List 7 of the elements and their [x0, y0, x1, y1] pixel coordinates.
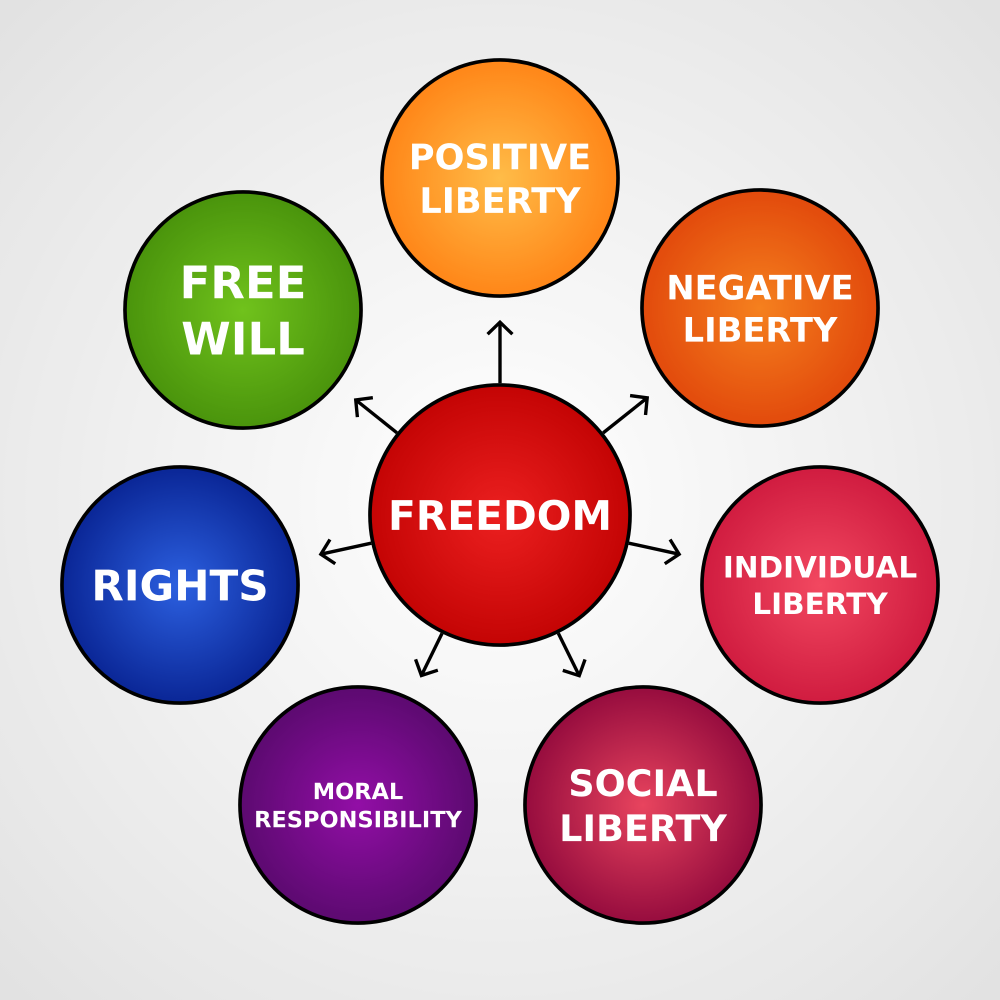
arrow	[602, 394, 650, 434]
arrow	[486, 320, 514, 384]
arrow	[354, 396, 398, 434]
arrow	[628, 538, 682, 566]
arrow	[556, 632, 587, 678]
arrow	[414, 632, 444, 678]
arrow	[318, 538, 372, 566]
